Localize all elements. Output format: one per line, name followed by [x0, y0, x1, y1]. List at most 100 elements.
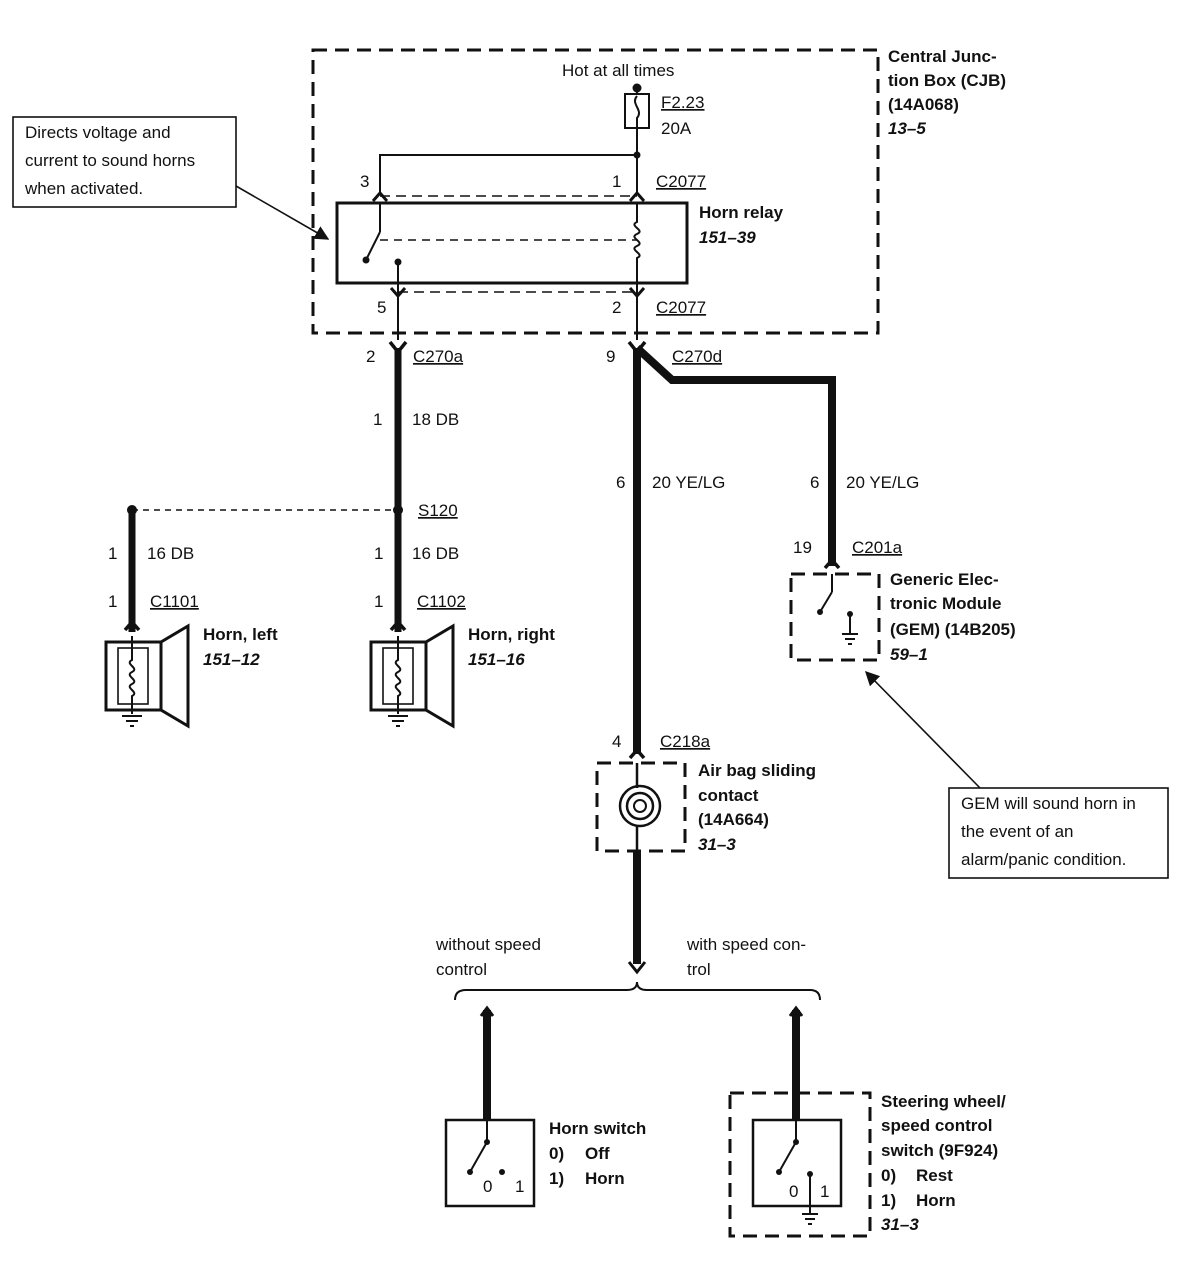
fuse-name: F2.23 [661, 93, 704, 112]
svg-text:Directs voltage and: Directs voltage and [25, 123, 171, 142]
svg-text:Horn: Horn [585, 1169, 625, 1188]
svg-text:1): 1) [881, 1191, 896, 1210]
svg-text:59–1: 59–1 [890, 645, 928, 664]
svg-text:(14A068): (14A068) [888, 95, 959, 114]
note-right-box [948, 787, 1169, 879]
svg-text:13–5: 13–5 [888, 119, 926, 138]
fuse-rating: 20A [661, 119, 692, 138]
svg-text:with speed con-: with speed con- [686, 935, 806, 954]
c270d-pin: 9 [606, 347, 615, 366]
horn-switch [444, 1118, 536, 1208]
svg-text:control: control [436, 960, 487, 979]
wire-yelg-b-pin: 6 [810, 473, 819, 492]
note-right-text: GEM will sound horn in the event of an a… [961, 794, 1136, 869]
horn-left-conn: C1101 [150, 592, 199, 611]
horn-left-ref: 151–12 [203, 650, 260, 669]
svg-text:Generic Elec-: Generic Elec- [890, 570, 999, 589]
horn-right-wire-label: 16 DB [412, 544, 459, 563]
gem-pin: 19 [793, 538, 812, 557]
svg-text:tion Box (CJB): tion Box (CJB) [888, 71, 1006, 90]
steering-switch-pos-1: 1 [820, 1182, 829, 1201]
horn-switch-label: Horn switch 0) Off 1) Horn [549, 1119, 646, 1188]
svg-text:tronic Module: tronic Module [890, 594, 1001, 613]
horn-left-wire-pin: 1 [108, 544, 117, 563]
svg-text:(GEM) (14B205): (GEM) (14B205) [890, 620, 1016, 639]
svg-text:Air bag sliding: Air bag sliding [698, 761, 816, 780]
relay-pin1-terminal [628, 190, 646, 202]
relay-pin-1: 1 [612, 172, 621, 191]
svg-text:without speed: without speed [435, 935, 541, 954]
note-right-arrow [864, 670, 983, 791]
svg-text:0): 0) [881, 1166, 896, 1185]
airbag-sliding-contact [595, 761, 687, 853]
horn-left-name: Horn, left [203, 625, 278, 644]
steering-switch-label: Steering wheel/ speed control switch (9F… [881, 1092, 1006, 1234]
relay-pin3-terminal [371, 190, 389, 202]
svg-text:the event of an: the event of an [961, 822, 1073, 841]
svg-text:Central Junc-: Central Junc- [888, 47, 997, 66]
horn-right-name: Horn, right [468, 625, 555, 644]
svg-text:alarm/panic condition.: alarm/panic condition. [961, 850, 1126, 869]
c270a-name: C270a [413, 347, 464, 366]
svg-text:0): 0) [549, 1144, 564, 1163]
horn-right-ref: 151–16 [468, 650, 525, 669]
horn-switch-pos-1: 1 [515, 1177, 524, 1196]
wire-18db-label: 18 DB [412, 410, 459, 429]
svg-text:when activated.: when activated. [24, 179, 143, 198]
horn-switch-pos-0: 0 [483, 1177, 492, 1196]
note-left-box [12, 116, 237, 208]
relay-contact-blade [365, 231, 381, 261]
horn-left-conn-pin: 1 [108, 592, 117, 611]
c270d-name: C270d [672, 347, 722, 366]
c270a-pin: 2 [366, 347, 375, 366]
horn-right-conn-pin: 1 [374, 592, 383, 611]
gem-module [789, 572, 881, 662]
wire-18db-pin: 1 [373, 410, 382, 429]
svg-text:1): 1) [549, 1169, 564, 1188]
relay-conn-top: C2077 [656, 172, 706, 191]
gem-conn: C201a [852, 538, 903, 557]
horn-left-wire-label: 16 DB [147, 544, 194, 563]
svg-text:31–3: 31–3 [881, 1215, 919, 1234]
svg-text:switch (9F924): switch (9F924) [881, 1141, 998, 1160]
airbag-label: Air bag sliding contact (14A664) 31–3 [698, 761, 816, 854]
note-left-text: Directs voltage and current to sound hor… [24, 123, 195, 198]
svg-text:contact: contact [698, 786, 759, 805]
svg-text:current to sound horns: current to sound horns [25, 151, 195, 170]
svg-text:Horn switch: Horn switch [549, 1119, 646, 1138]
note-left-arrow [235, 185, 330, 240]
relay-coil [633, 203, 641, 283]
wire-yelg-gem [634, 345, 836, 566]
steering-switch-boundary [728, 1091, 872, 1238]
relay-conn-bottom: C2077 [656, 298, 706, 317]
wire-yelg-a-label: 20 YE/LG [652, 473, 725, 492]
steering-switch-pos-0: 0 [789, 1182, 798, 1201]
svg-text:Off: Off [585, 1144, 610, 1163]
wire-yelg-a-pin: 6 [616, 473, 625, 492]
svg-text:trol: trol [687, 960, 711, 979]
svg-text:(14A664): (14A664) [698, 810, 769, 829]
option-brace [454, 981, 821, 1001]
relay-pin-5: 5 [377, 298, 386, 317]
wire-yelg-b-label: 20 YE/LG [846, 473, 919, 492]
power-source-label: Hot at all times [562, 61, 674, 80]
cjb-boundary [311, 48, 880, 335]
horn-right-wire-pin: 1 [374, 544, 383, 563]
horn-right-symbol [369, 623, 455, 729]
cjb-label: Central Junc- tion Box (CJB) (14A068) 13… [888, 47, 1006, 138]
horn-relay [335, 201, 689, 285]
relay-pin-2: 2 [612, 298, 621, 317]
svg-text:speed control: speed control [881, 1116, 992, 1135]
branch-left-label: without speed control [435, 935, 541, 979]
splice-label: S120 [418, 501, 458, 520]
airbag-conn: C218a [660, 732, 711, 751]
relay-name: Horn relay [699, 203, 784, 222]
relay-ref: 151–39 [699, 228, 756, 247]
horn-right-conn: C1102 [417, 592, 466, 611]
relay-pin-3: 3 [360, 172, 369, 191]
svg-text:GEM will sound horn in: GEM will sound horn in [961, 794, 1136, 813]
horn-left-symbol [104, 623, 190, 729]
svg-text:31–3: 31–3 [698, 835, 736, 854]
gem-label: Generic Elec- tronic Module (GEM) (14B20… [890, 570, 1016, 664]
